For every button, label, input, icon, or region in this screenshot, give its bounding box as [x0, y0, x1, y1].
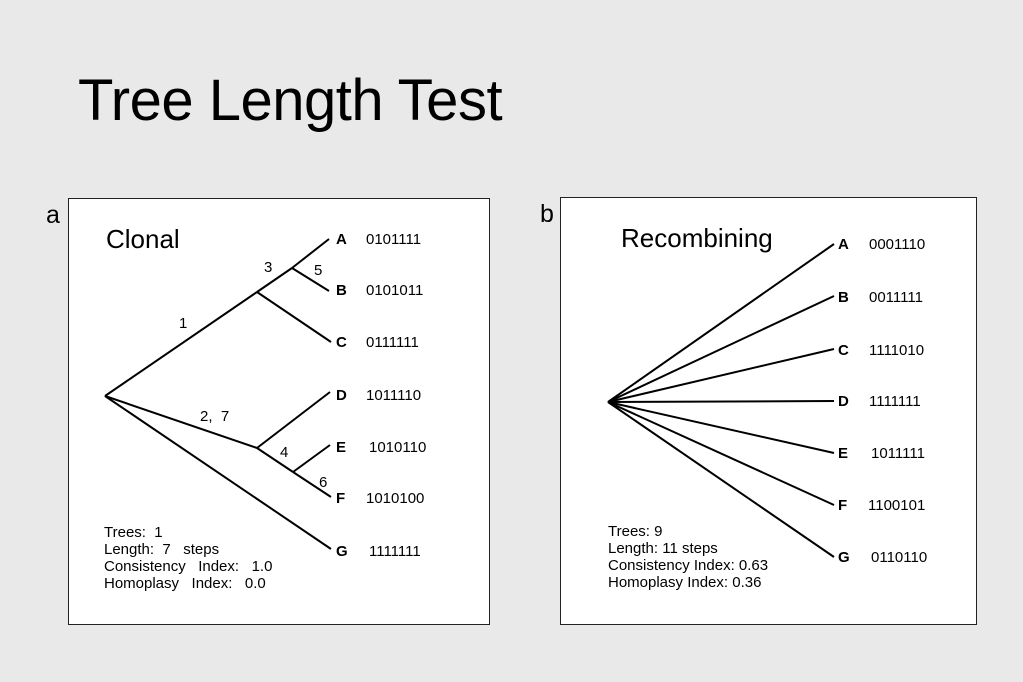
branch-a [607, 243, 835, 403]
branch-label-4: 4 [280, 444, 288, 461]
branch-def-to-ef [256, 447, 294, 473]
branch-label-6: 6 [319, 474, 327, 491]
taxon-seq-c: 1111010 [869, 342, 924, 359]
taxon-label-g: G [838, 549, 850, 566]
branch-d [256, 391, 331, 449]
branch-b [291, 267, 330, 292]
slide-title: Tree Length Test [78, 68, 503, 133]
taxon-label-f: F [838, 497, 847, 514]
panel-a-clonal-tree: Clonal 1 3 5 2, 7 4 6 A 0101111 B 010101… [68, 198, 490, 625]
taxon-label-f: F [336, 490, 345, 507]
panel-a-stats: Trees: 1 Length: 7 steps Consistency Ind… [104, 524, 272, 592]
branch-label-3: 3 [264, 259, 272, 276]
panel-b-recombining-tree: Recombining A 0001110 B 0011111 C 111101… [560, 197, 977, 625]
branch-abc-to-ab [256, 267, 293, 293]
taxon-label-d: D [336, 387, 347, 404]
stat-homoplasy-index: Homoplasy Index: 0.36 [608, 574, 762, 591]
taxon-label-d: D [838, 393, 849, 410]
taxon-label-g: G [336, 543, 348, 560]
taxon-label-c: C [838, 342, 849, 359]
branch-a [291, 238, 330, 269]
taxon-seq-g: 1111111 [369, 543, 421, 560]
taxon-label-e: E [336, 439, 346, 456]
taxon-seq-b: 0101011 [366, 282, 423, 299]
branch-e [292, 444, 331, 473]
taxon-seq-f: 1010100 [366, 490, 424, 507]
taxon-seq-a: 0001110 [869, 236, 925, 253]
branch-f [607, 401, 835, 506]
taxon-seq-g: 0110110 [871, 549, 927, 566]
taxon-seq-f: 1100101 [868, 497, 925, 514]
taxon-label-c: C [336, 334, 347, 351]
branch-c [256, 291, 332, 343]
taxon-seq-a: 0101111 [366, 231, 421, 248]
panel-b-stats: Trees: 9 Length: 11 steps Consistency In… [608, 523, 768, 591]
taxon-seq-e: 1010110 [369, 439, 426, 456]
branch-c [607, 348, 835, 403]
taxon-seq-b: 0011111 [869, 289, 923, 306]
taxon-seq-e: 1011111 [871, 445, 925, 462]
taxon-label-e: E [838, 445, 848, 462]
taxon-label-b: B [838, 289, 849, 306]
taxon-seq-d: 1111111 [869, 393, 921, 410]
branch-d [607, 400, 835, 403]
panel-b-title: Recombining [621, 223, 773, 253]
branch-label-1: 1 [179, 315, 187, 332]
taxon-label-b: B [336, 282, 347, 299]
panel-a-title: Clonal [106, 224, 180, 254]
branch-root-to-abc [104, 291, 258, 397]
stat-trees: Trees: 9 [608, 523, 663, 540]
branch-root-to-def [104, 395, 258, 449]
branch-b [607, 295, 835, 403]
taxon-seq-c: 0111111 [366, 334, 419, 351]
panel-a-letter: a [46, 201, 60, 229]
taxon-label-a: A [838, 236, 849, 253]
branch-f [292, 471, 332, 498]
stat-length: Length: 11 steps [608, 540, 718, 557]
stat-consistency-index: Consistency Index: 0.63 [608, 557, 769, 574]
stat-trees: Trees: 1 [104, 524, 163, 541]
taxon-seq-d: 1011110 [366, 387, 421, 404]
branch-g [104, 395, 332, 550]
stat-homoplasy-index: Homoplasy Index: 0.0 [104, 575, 266, 592]
branch-label-5: 5 [314, 262, 322, 279]
branch-g [607, 401, 835, 558]
taxon-label-a: A [336, 231, 347, 248]
clonal-tree-diagram: 1 3 5 2, 7 4 6 A 0101111 B 0101011 C 011… [104, 231, 426, 560]
branch-e [607, 401, 835, 454]
branch-label-2-7: 2, 7 [200, 408, 229, 425]
panel-b-letter: b [540, 200, 554, 228]
stat-consistency-index: Consistency Index: 1.0 [104, 558, 273, 575]
stat-length: Length: 7 steps [104, 541, 220, 558]
recombining-tree-diagram: A 0001110 B 0011111 C 1111010 D 1111111 … [607, 236, 927, 566]
